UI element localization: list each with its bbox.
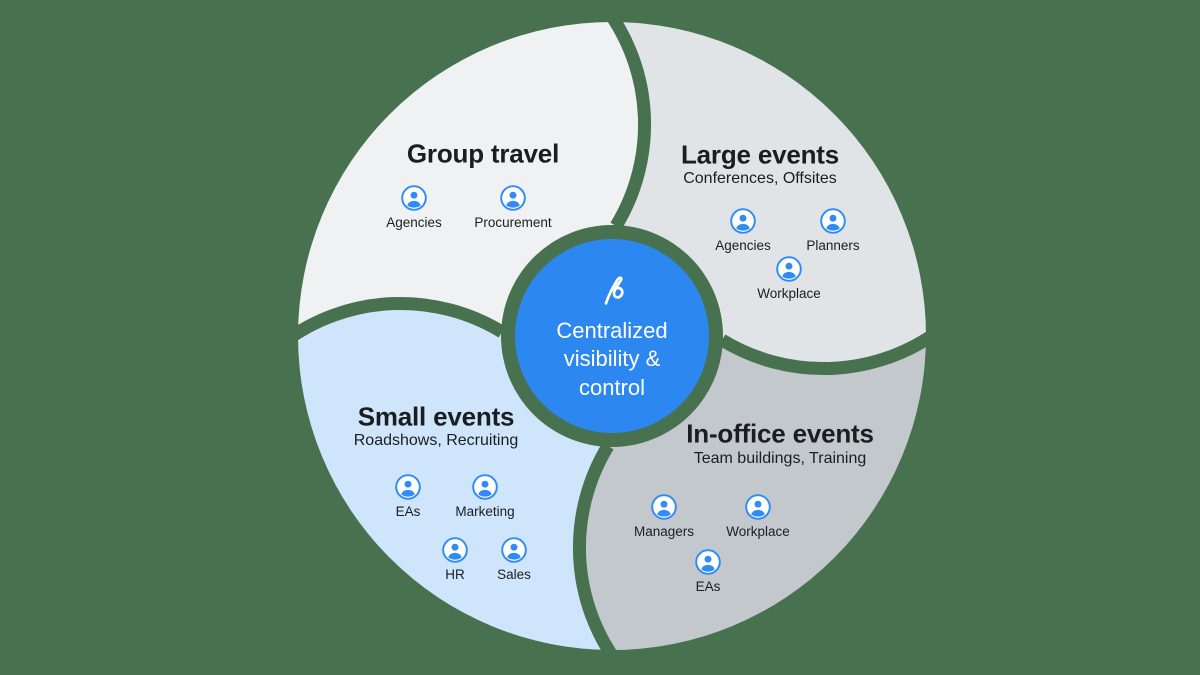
member-label: Managers <box>633 524 695 539</box>
member-label: Procurement <box>474 215 552 230</box>
person-icon <box>776 256 802 282</box>
person-icon <box>472 474 498 500</box>
petal-title-large-events: Large events <box>680 139 840 170</box>
petal-title-group-travel: Group travel <box>406 138 560 169</box>
member-label: HR <box>445 567 465 582</box>
hub-label: Centralized visibility & control <box>556 318 668 400</box>
member-label: Sales <box>497 567 531 582</box>
petal-subtitle-small-events: Roadshows, Recruiting <box>353 432 519 449</box>
petal-title-small-events: Small events <box>357 401 515 432</box>
person-icon <box>820 208 846 234</box>
member-label: Planners <box>806 238 860 253</box>
person-icon <box>745 494 771 520</box>
person-icon <box>501 537 527 563</box>
hub: Centralized visibility & control <box>517 241 707 431</box>
hub-circle <box>515 239 709 433</box>
person-icon <box>401 185 427 211</box>
member-planners: Planners <box>768 208 898 253</box>
member-label: Workplace <box>757 286 821 301</box>
member-label: Agencies <box>715 238 771 253</box>
brand-logo-icon <box>604 276 624 305</box>
person-icon <box>651 494 677 520</box>
member-label: Marketing <box>455 504 515 519</box>
member-managers: Managers <box>599 494 729 539</box>
member-procurement: Procurement <box>448 185 578 230</box>
member-hr: HR <box>390 537 520 582</box>
member-workplace: Workplace <box>724 256 854 301</box>
member-label: EAs <box>695 579 721 594</box>
member-label: EAs <box>395 504 421 519</box>
person-icon <box>395 474 421 500</box>
member-sales: Sales <box>449 537 579 582</box>
person-icon <box>695 549 721 575</box>
person-icon <box>500 185 526 211</box>
member-eas: EAs <box>643 549 773 594</box>
member-eas: EAs <box>343 474 473 519</box>
petal-title-in-office-events: In-office events <box>686 418 874 449</box>
person-icon <box>730 208 756 234</box>
member-workplace: Workplace <box>693 494 823 539</box>
member-agencies: Agencies <box>349 185 479 230</box>
member-label: Workplace <box>726 524 790 539</box>
petal-subtitle-in-office-events: Team buildings, Training <box>693 450 867 467</box>
member-agencies: Agencies <box>678 208 808 253</box>
petal-subtitle-large-events: Conferences, Offsites <box>683 170 837 187</box>
member-marketing: Marketing <box>420 474 550 519</box>
member-label: Agencies <box>386 215 442 230</box>
